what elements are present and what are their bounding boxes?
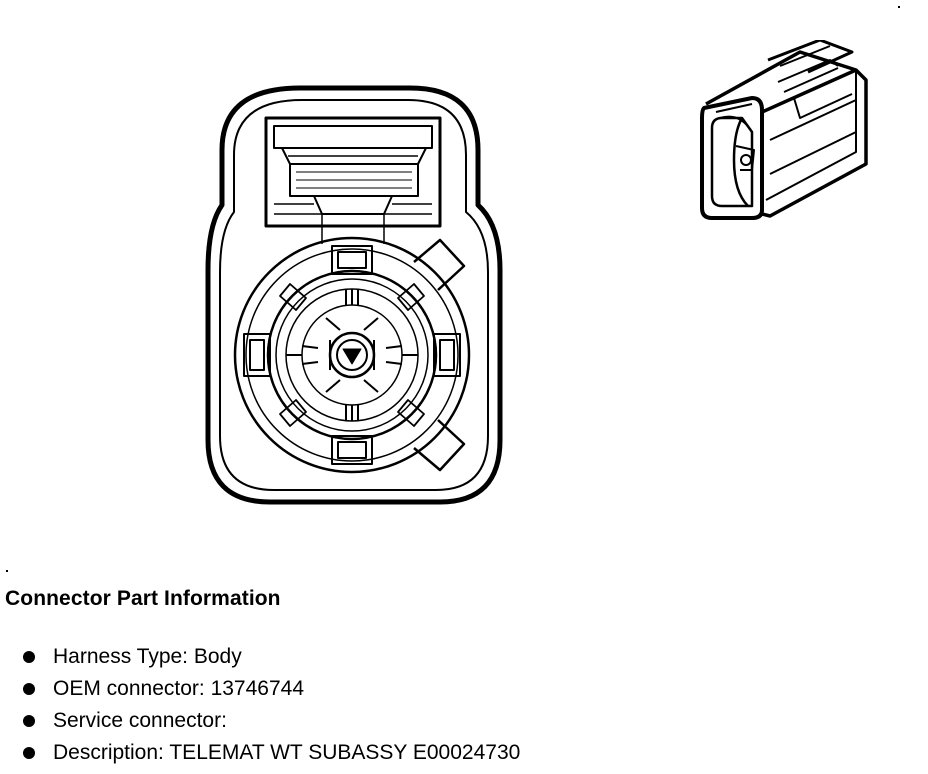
info-item-description: Description: TELEMAT WT SUBASSY E0002473… [22,738,520,770]
housing-outer [205,85,503,505]
info-label: OEM connector: [53,677,205,700]
key-tab-lower [413,419,466,472]
latch-frame [264,116,442,228]
latch-ramp [281,147,427,165]
info-item-harness-type: Harness Type: Body [22,642,520,674]
radial-walls [286,289,418,421]
bullet-icon [23,683,35,695]
info-label: Service connector: [53,709,227,732]
latch-top [273,125,433,149]
key-tab-upper [413,238,466,291]
terminal-ring-mid [266,269,438,441]
latch-neck [313,195,393,215]
bullet-icon [23,747,35,759]
stray-mark-top-right [898,6,900,8]
iso-cavity [710,116,754,208]
connector-isometric-icon [700,40,868,220]
housing-inner [219,99,489,491]
info-label: Harness Type: [53,645,189,668]
section-title: Connector Part Information [5,587,281,610]
stray-mark-left [6,570,8,572]
connector-face-view-icon [205,85,503,505]
bullet-icon [23,715,35,727]
info-value: 13746744 [210,677,305,700]
iso-front-face [700,96,764,220]
iso-side-face [761,68,868,218]
diagonal-bosses [279,283,425,427]
info-value: Body [193,645,242,668]
info-label: Description: [53,741,164,764]
inner-spokes [301,317,403,393]
terminal-ring-outer [233,236,471,474]
center-key-triangle [342,348,362,365]
info-item-service-connector: Service connector: [22,706,520,738]
bullet-icon [23,651,35,663]
cavity-bosses [243,245,461,465]
info-item-oem-connector: OEM connector: 13746744 [22,674,520,706]
info-value: TELEMAT WT SUBASSY E00024730 [169,741,521,764]
part-info-list: Harness Type: Body OEM connector: 137467… [22,642,520,770]
